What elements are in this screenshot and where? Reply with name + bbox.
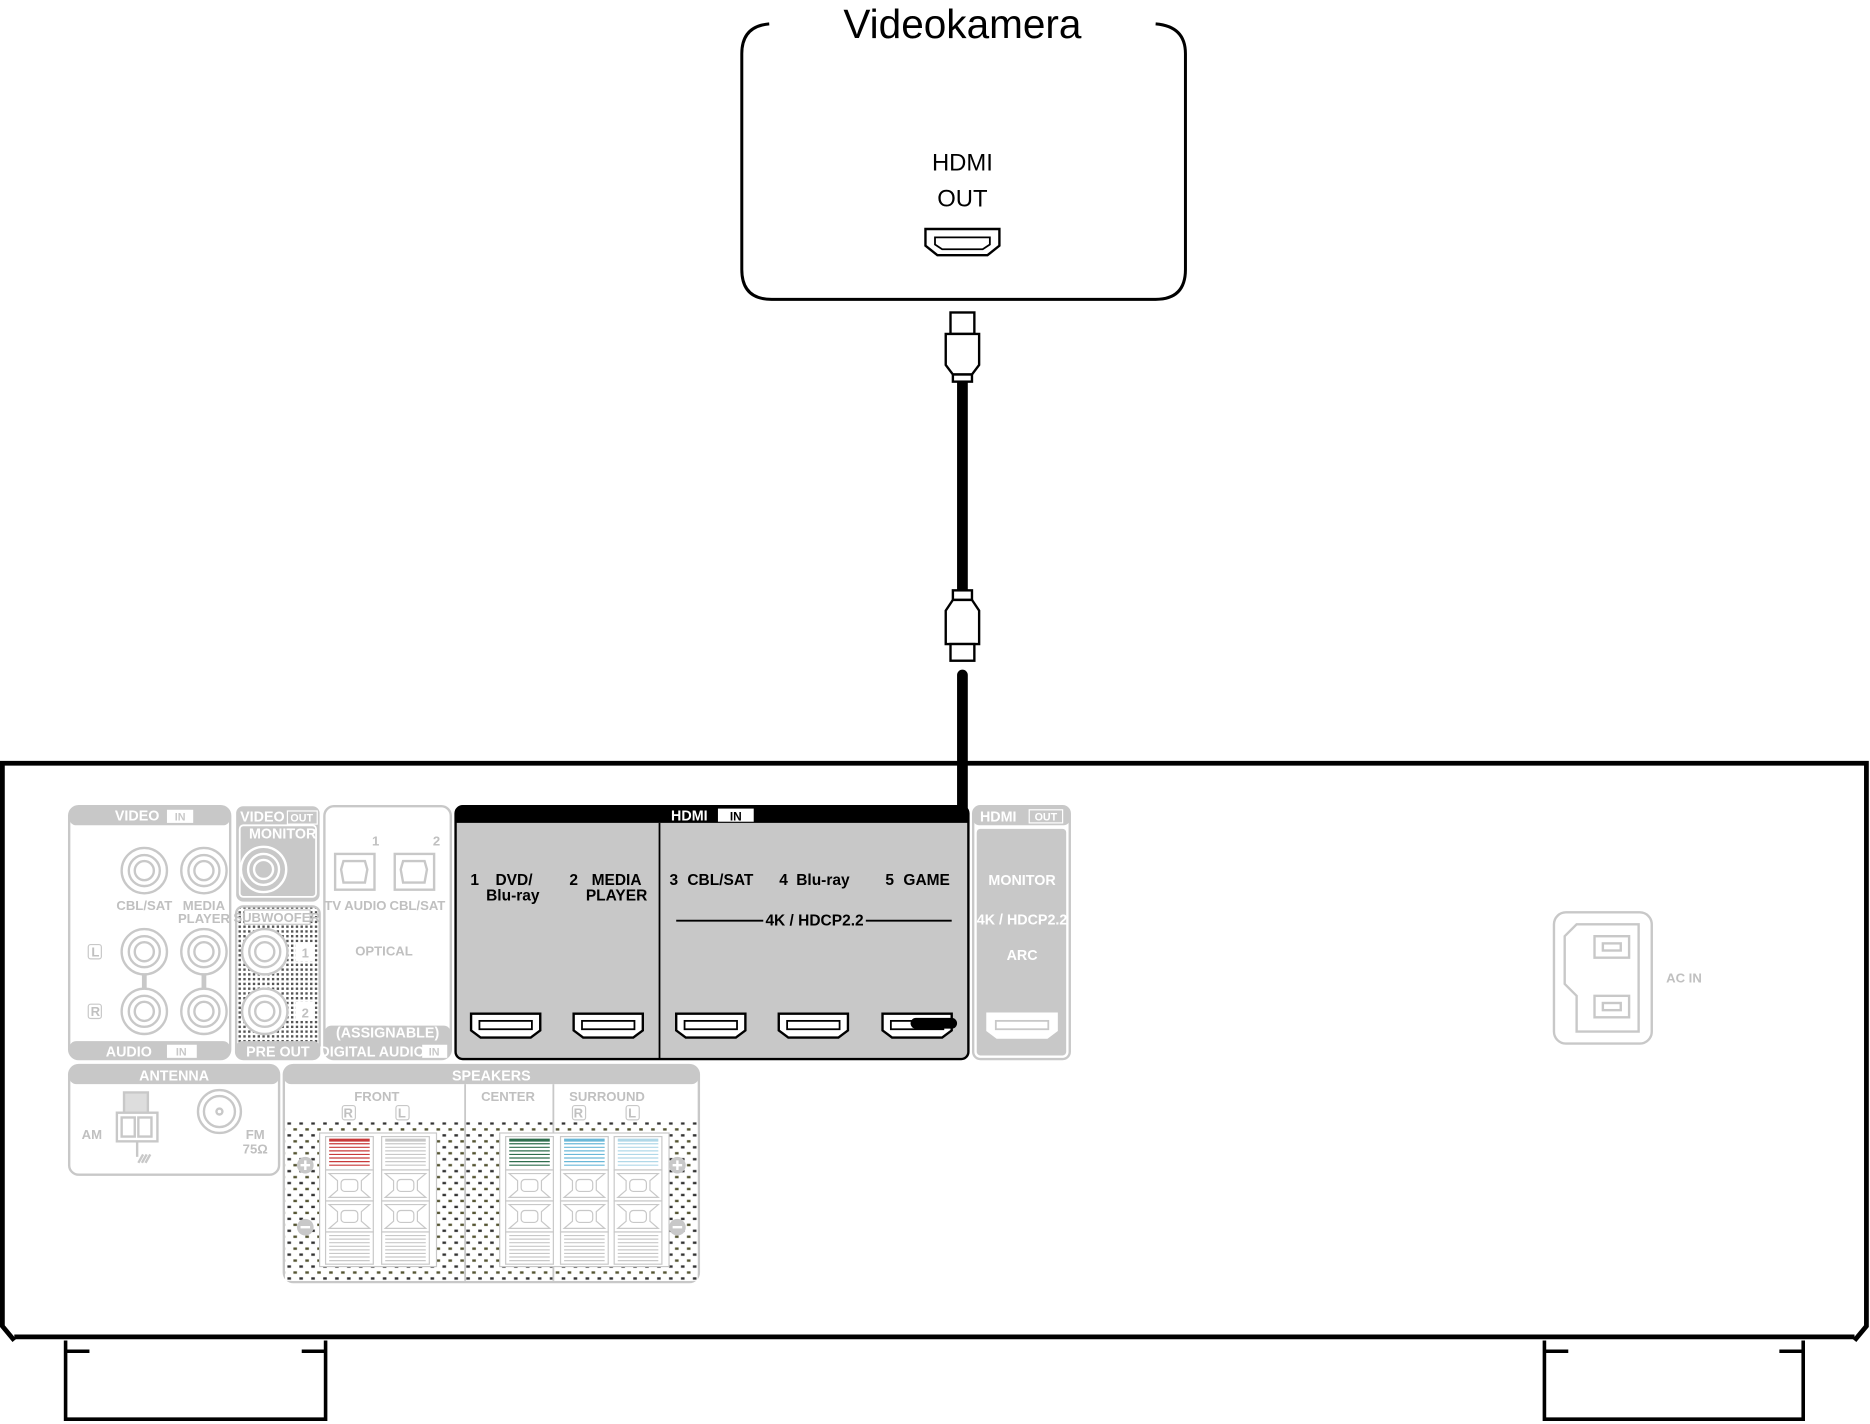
ac-in-socket: AC IN [1552, 911, 1702, 1045]
hdmi-input-4-number: 4 [779, 872, 788, 889]
right-channel-label: R [91, 1004, 101, 1019]
front-label: FRONT [354, 1089, 399, 1104]
hdmi-port-icon [777, 1012, 850, 1039]
optical-port-icon [333, 852, 376, 891]
left-channel-label: L [91, 944, 99, 959]
monitor-jack-icon [239, 845, 288, 894]
video-out-badge: OUT [290, 813, 313, 825]
hdmi-input-1-label-2: Blu-ray [486, 887, 540, 904]
plus-icon [296, 1156, 314, 1174]
ac-in-label: AC IN [1666, 971, 1702, 986]
hdmi-in-spec-label: 4K / HDCP2.2 [765, 912, 863, 929]
av-receiver: VIDEO IN AUDIO IN CBL/SAT MEDIA PLAYER L… [0, 760, 1869, 1422]
fm-jack-icon [196, 1088, 243, 1135]
device-port-label-2: OUT [937, 185, 988, 212]
optical-2-number: 2 [433, 834, 440, 849]
device-title: Videokamera [843, 1, 1082, 47]
subwoofer-1-label: 1 [302, 946, 309, 961]
hdmi-out-monitor-port-icon [986, 1012, 1058, 1039]
speakers-label: SPEAKERS [452, 1069, 531, 1085]
speaker-terminal-icon[interactable] [559, 1135, 609, 1265]
optical-label: OPTICAL [355, 943, 413, 958]
video-out-label: VIDEO [240, 810, 285, 826]
minus-icon [669, 1218, 686, 1236]
hdmi-input-5-label: GAME [903, 872, 950, 889]
speaker-terminal-icon[interactable] [505, 1135, 554, 1265]
hdmi-out-badge: OUT [1035, 812, 1058, 824]
hdmi-input-1-label: DVD/ [495, 872, 533, 889]
hdmi-port-icon [572, 1012, 645, 1039]
minus-icon [296, 1218, 314, 1236]
tv-audio-label: TV AUDIO [324, 898, 386, 913]
pre-out-label: PRE OUT [246, 1045, 310, 1061]
hdmi-input-3-number: 3 [670, 872, 679, 889]
hdmi-input-2-number: 2 [569, 872, 578, 889]
front-r-label: R [344, 1105, 354, 1120]
hdmi-port-icon [469, 1012, 542, 1039]
rca-jacks-icon [120, 846, 228, 1036]
videokamera-device: Videokamera HDMI OUT [740, 1, 1187, 301]
hdmi-input-2-label-2: PLAYER [586, 887, 647, 904]
video-in-badge: IN [175, 812, 186, 824]
pre-out-panel: SUBWOOFER 1 2 PRE OUT [233, 905, 321, 1061]
video-out-panel: VIDEO OUT MONITOR [236, 806, 320, 902]
video-audio-in-panel: VIDEO IN AUDIO IN CBL/SAT MEDIA PLAYER L… [67, 805, 232, 1061]
subwoofer-jacks-icon [240, 927, 289, 1036]
hdmi-input-2-label: MEDIA [592, 872, 642, 889]
hdmi-out-spec-label: 4K / HDCP2.2 [977, 912, 1068, 928]
hdmi-input-5-number: 5 [885, 872, 894, 889]
speaker-terminal-icon[interactable] [381, 1135, 430, 1265]
antenna-label: ANTENNA [139, 1069, 209, 1085]
surround-r-label: R [574, 1105, 584, 1120]
fm-label: FM [246, 1127, 265, 1142]
am-label: AM [82, 1127, 102, 1142]
surround-label: SURROUND [569, 1089, 645, 1104]
digital-audio-in-badge: IN [429, 1046, 440, 1058]
speaker-terminals [319, 1132, 670, 1268]
media-label: MEDIA [183, 898, 226, 913]
speaker-terminal-icon[interactable] [324, 1135, 374, 1265]
antenna-panel: ANTENNA AM FM 75Ω [67, 1063, 281, 1176]
center-label: CENTER [481, 1089, 535, 1104]
digital-audio-in-panel: 1 2 TV AUDIO CBL/SAT OPTICAL (ASSIGNABLE… [319, 805, 452, 1061]
hdmi-out-panel: HDMI OUT MONITOR 4K / HDCP2.2 ARC [971, 805, 1071, 1061]
hdmi-in-panel: HDMI IN 1 DVD/ Blu-ray 2 MEDIA PLAYER 3 … [454, 805, 970, 1061]
hdmi-out-label: HDMI [980, 810, 1017, 826]
front-l-label: L [398, 1105, 406, 1120]
hdmi-out-port-icon [924, 227, 1001, 257]
video-in-label: VIDEO [115, 809, 160, 825]
assignable-label: (ASSIGNABLE) [336, 1026, 439, 1042]
hdmi-input-3-label: CBL/SAT [687, 872, 754, 889]
speakers-panel: SPEAKERS FRONT CENTER SURROUND R L R L [282, 1063, 701, 1284]
optical-port-icon [393, 852, 436, 891]
speaker-terminal-icon[interactable] [613, 1135, 663, 1265]
device-port-label: HDMI [932, 150, 993, 177]
arc-label: ARC [1007, 948, 1038, 964]
hdmi-monitor-label: MONITOR [988, 873, 1056, 889]
subwoofer-2-label: 2 [302, 1005, 309, 1020]
hdmi-input-4-label: Blu-ray [796, 872, 850, 889]
hdmi-input-1-number: 1 [470, 872, 479, 889]
hdmi-in-label: HDMI [671, 809, 708, 825]
plus-icon [669, 1156, 686, 1174]
hdmi-port-icon [675, 1012, 747, 1039]
digital-audio-label: DIGITAL AUDIO [319, 1045, 424, 1061]
player-label: PLAYER [178, 911, 231, 926]
cbl-sat-label: CBL/SAT [116, 898, 172, 913]
am-terminal-icon [115, 1091, 159, 1164]
hdmi-in-badge: IN [730, 810, 742, 824]
optical-1-number: 1 [372, 834, 379, 849]
fm-impedance-label: 75Ω [243, 1141, 268, 1156]
optical-cbl-sat-label: CBL/SAT [389, 898, 445, 913]
surround-l-label: L [628, 1105, 636, 1120]
audio-in-badge: IN [176, 1046, 187, 1058]
audio-in-label: AUDIO [106, 1045, 152, 1061]
subwoofer-label: SUBWOOFER [233, 910, 320, 925]
monitor-label: MONITOR [249, 826, 317, 842]
